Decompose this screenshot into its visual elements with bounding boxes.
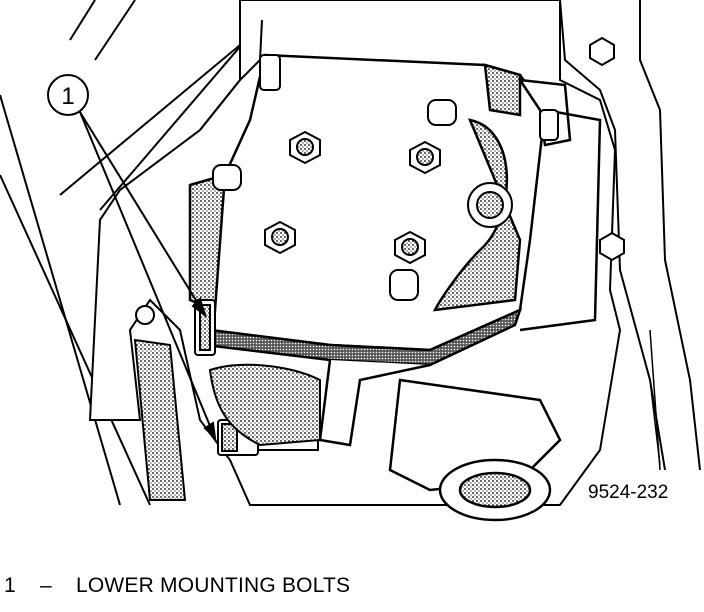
- callout-1: 1: [47, 74, 89, 116]
- arrowhead-icon: [191, 297, 207, 318]
- mount-bolt-icon: [259, 36, 625, 262]
- cover-bolts: [212, 36, 625, 301]
- lower-bolt-icon: [194, 299, 216, 356]
- callout-number: 1: [61, 83, 74, 110]
- outlet-port: [438, 458, 552, 522]
- legend-separator: –: [39, 574, 52, 597]
- bolt-head-icon: [467, 182, 513, 228]
- legend-text: LOWER MOUNTING BOLTS: [75, 574, 351, 597]
- legend: 1 – LOWER MOUNTING BOLTS: [4, 574, 350, 598]
- figure-id: 9524-232: [588, 482, 668, 503]
- bolt-head-icon: [394, 230, 426, 265]
- dowel-icon: [212, 99, 457, 301]
- lower-mounting-bolts: [133, 299, 321, 501]
- bolt-head-icon: [289, 130, 321, 165]
- bolt-head-icon: [264, 220, 296, 255]
- bolt-head-icon: [409, 140, 441, 175]
- callout-leaders: [79, 111, 661, 466]
- legend-number: 1: [4, 574, 16, 597]
- arrowhead-icon: [203, 421, 217, 441]
